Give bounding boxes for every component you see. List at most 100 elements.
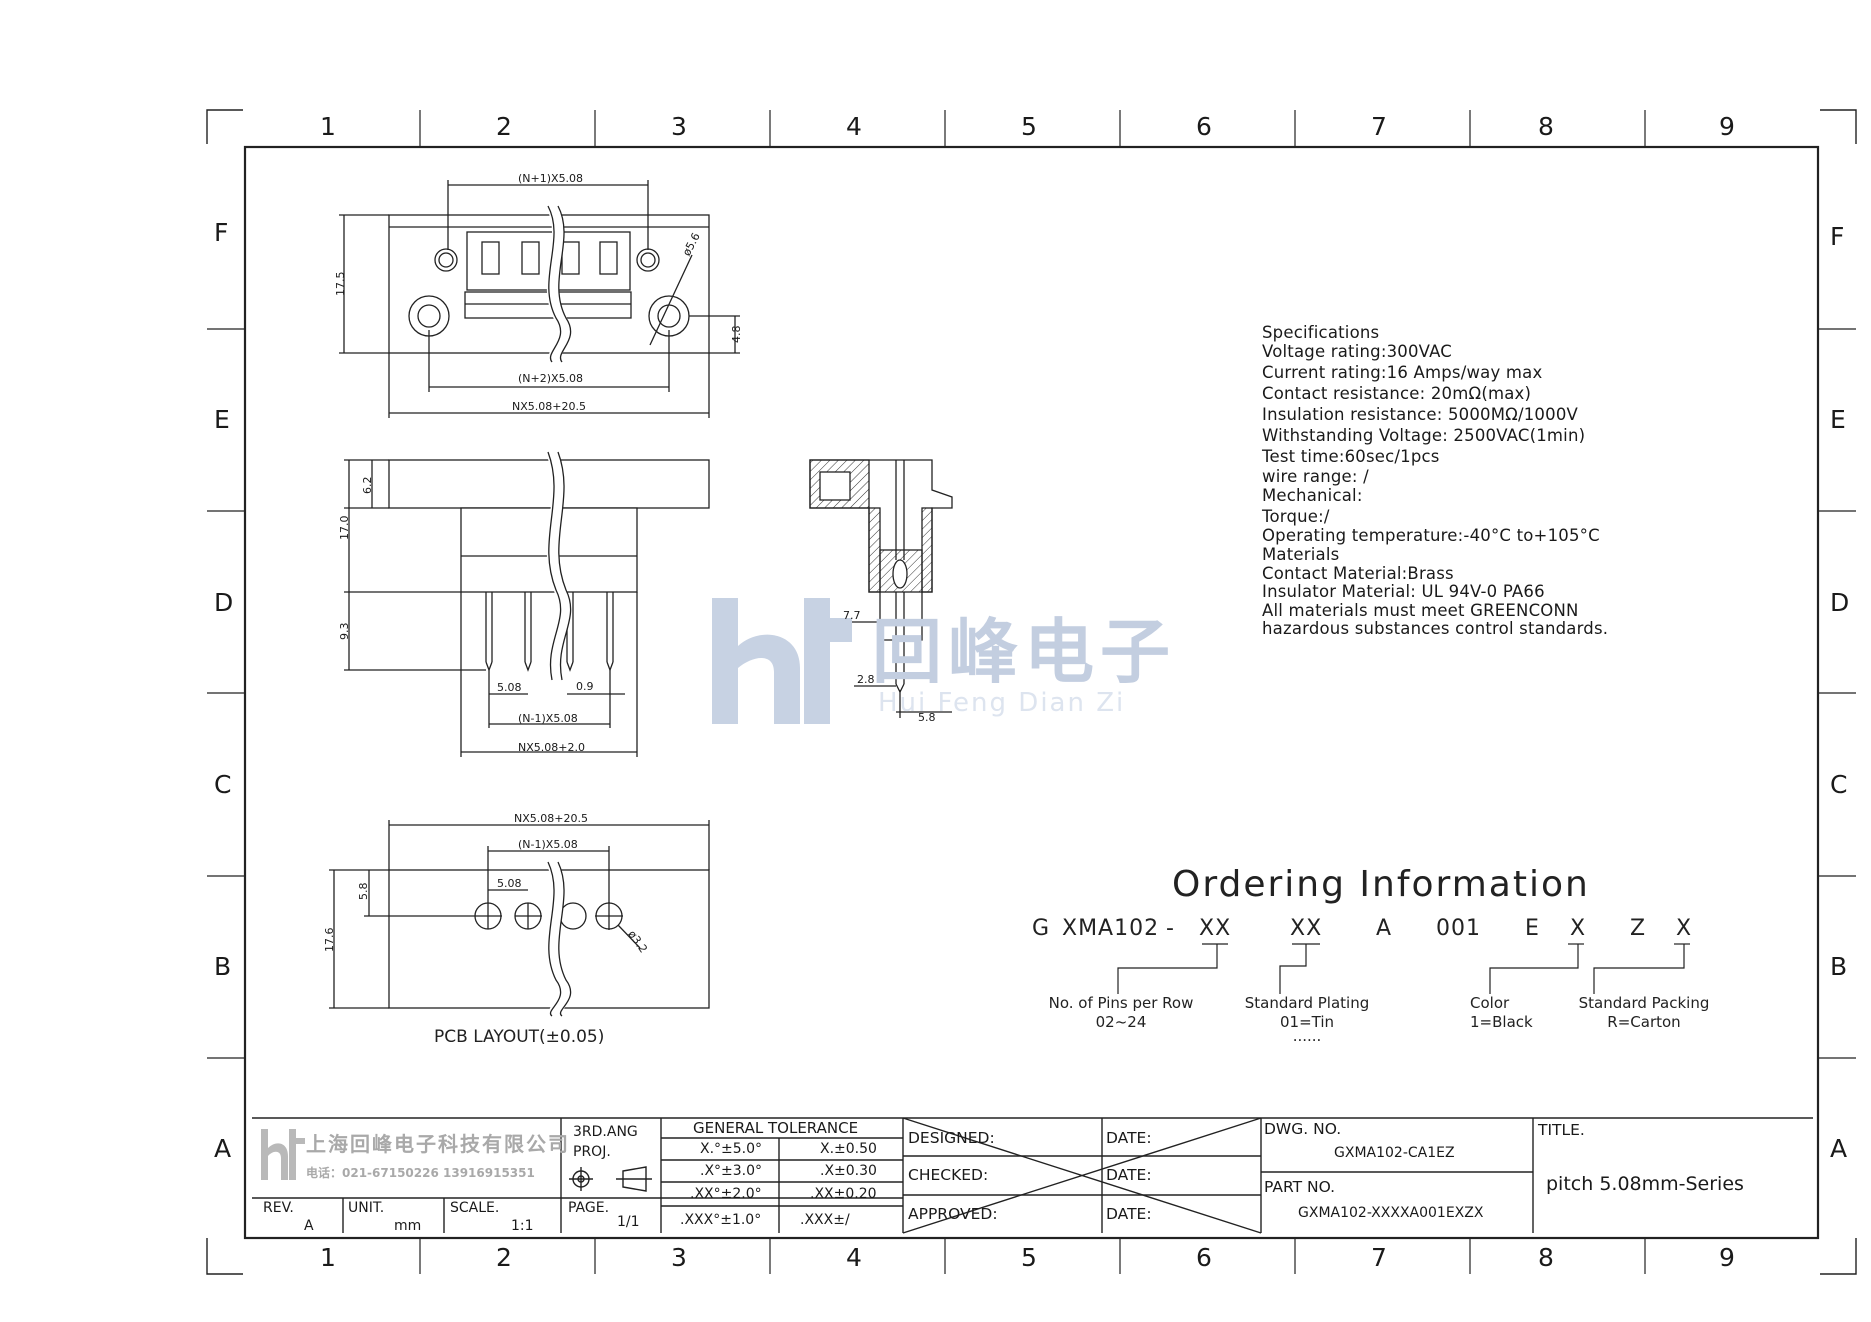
approved-date-label: DATE: (1106, 1205, 1152, 1223)
watermark-logo-icon (712, 598, 852, 724)
side-view (809, 459, 953, 718)
front-dim-span: (N-1)X5.08 (518, 712, 578, 725)
code-series: XMA102 (1062, 916, 1160, 941)
dwg-no-value: GXMA102-CA1EZ (1334, 1145, 1455, 1161)
tolerance-title: GENERAL TOLERANCE (693, 1119, 859, 1137)
spec-line-1: Voltage rating:300VAC (1262, 342, 1453, 361)
row-label-f: F (214, 218, 229, 247)
spec-line-0: Specifications (1262, 323, 1380, 342)
code-a: A (1376, 916, 1393, 941)
rev-value: A (304, 1218, 314, 1234)
spec-line-7: wire range: / (1262, 467, 1369, 486)
code-packing: X (1676, 916, 1693, 941)
spec-line-9: Torque:/ (1262, 507, 1330, 526)
col-label-3: 3 (671, 112, 687, 141)
part-no-label: PART NO. (1264, 1178, 1336, 1196)
code-dash: - (1166, 916, 1175, 941)
unit-value: mm (394, 1218, 422, 1234)
col-label-2-bottom: 2 (496, 1243, 512, 1272)
code-e: E (1525, 916, 1540, 941)
row-label-a-right: A (1830, 1134, 1848, 1163)
pcb-dim-pitch: 5.08 (497, 877, 522, 890)
code-color: X (1570, 916, 1587, 941)
row-ticks (207, 328, 1856, 1059)
approved-label: APPROVED: (908, 1205, 998, 1223)
title-block-grid (252, 1117, 1813, 1234)
scale-value: 1:1 (511, 1218, 534, 1234)
scale-label: SCALE. (450, 1200, 500, 1216)
unit-label: UNIT. (348, 1200, 385, 1216)
col-label-4-bottom: 4 (846, 1243, 862, 1272)
top-dim-pitch-n2: (N+2)X5.08 (518, 372, 584, 385)
row-label-c: C (214, 770, 232, 799)
spec-line-12: Contact Material:Brass (1262, 564, 1454, 583)
col-label-8: 8 (1538, 112, 1554, 141)
row-label-b-right: B (1830, 952, 1848, 981)
spec-line-11: Materials (1262, 545, 1340, 564)
page-label: PAGE. (568, 1200, 610, 1216)
col-label-9-bottom: 9 (1719, 1243, 1735, 1272)
pcb-dim-height: 17.6 (323, 927, 336, 953)
projection-label: 3RD.ANG (573, 1124, 638, 1140)
designed-label: DESIGNED: (908, 1129, 995, 1147)
watermark: 回峰电子 Hui Feng Dian Zi (712, 596, 1182, 726)
row-label-e: E (214, 405, 230, 434)
pcb-dim-left: 5.8 (357, 882, 370, 901)
row-label-d: D (214, 588, 234, 617)
tol-angle-3: .XXX°±1.0° (680, 1212, 762, 1228)
tol-linear-3: .XXX±/ (800, 1212, 850, 1228)
col-label-6-bottom: 6 (1196, 1243, 1212, 1272)
title-value: pitch 5.08mm-Series (1546, 1173, 1744, 1195)
col-label-7: 7 (1371, 112, 1387, 141)
rev-label: REV. (263, 1200, 294, 1216)
watermark-text-cn: 回峰电子 (872, 611, 1176, 693)
col-label-2: 2 (496, 112, 512, 141)
spec-line-10: Operating temperature:-40°C to+105°C (1262, 526, 1600, 545)
note-packing: Standard Packing R=Carton (1574, 994, 1714, 1032)
page-value: 1/1 (617, 1214, 640, 1230)
col-label-1-bottom: 1 (320, 1243, 336, 1272)
note-pins: No. of Pins per Row 02~24 (1036, 994, 1206, 1032)
spec-line-8: Mechanical: (1262, 486, 1363, 505)
tol-angle-2: .XX°±2.0° (690, 1186, 762, 1202)
top-dim-right: 4.8 (730, 325, 743, 344)
top-dim-total: NX5.08+20.5 (512, 400, 586, 413)
spec-line-2: Current rating:16 Amps/way max (1262, 363, 1543, 382)
spec-line-3: Contact resistance: 20mΩ(max) (1262, 384, 1532, 403)
tol-angle-0: X.°±5.0° (700, 1141, 763, 1157)
spec-line-15: hazardous substances control standards. (1262, 619, 1609, 638)
front-dim-pin-width: 0.9 (576, 680, 594, 693)
side-dim-b: 2.8 (857, 673, 875, 686)
front-view (344, 449, 710, 757)
title-label: TITLE. (1538, 1121, 1585, 1139)
checked-date-label: DATE: (1106, 1166, 1152, 1184)
note-plating: Standard Plating 01=Tin ...... (1242, 994, 1372, 1045)
note-packing-value: R=Carton (1607, 1013, 1681, 1031)
column-ticks (419, 110, 1646, 1274)
col-label-9: 9 (1719, 112, 1735, 141)
note-packing-label: Standard Packing (1578, 994, 1710, 1012)
spec-line-6: Test time:60sec/1pcs (1262, 447, 1440, 466)
dwg-no-label: DWG. NO. (1264, 1120, 1342, 1138)
spec-line-4: Insulation resistance: 5000MΩ/1000V (1262, 405, 1579, 424)
code-g: G (1032, 916, 1051, 941)
top-dim-height: 17.5 (334, 271, 347, 297)
row-label-e-right: E (1830, 405, 1846, 434)
note-pins-value: 02~24 (1095, 1013, 1147, 1031)
col-label-5: 5 (1021, 112, 1037, 141)
note-color: Color 1=Black (1470, 994, 1533, 1032)
note-plating-label: Standard Plating (1244, 994, 1370, 1012)
watermark-text-pinyin: Hui Feng Dian Zi (878, 688, 1126, 718)
note-plating-more: ...... (1292, 1027, 1322, 1045)
code-plating: XX (1290, 916, 1323, 941)
front-dim-pitch: 5.08 (497, 681, 522, 694)
note-plating-value: 01=Tin (1279, 1013, 1335, 1031)
tol-linear-0: X.±0.50 (820, 1141, 877, 1157)
front-dim-total: NX5.08+2.0 (518, 741, 585, 754)
note-color-label: Color (1470, 994, 1510, 1012)
col-label-6: 6 (1196, 112, 1212, 141)
part-no-value: GXMA102-XXXXA001EXZX (1298, 1205, 1484, 1221)
company-name: 上海回峰电子科技有限公司 (306, 1132, 570, 1156)
row-label-f-right: F (1830, 222, 1845, 251)
